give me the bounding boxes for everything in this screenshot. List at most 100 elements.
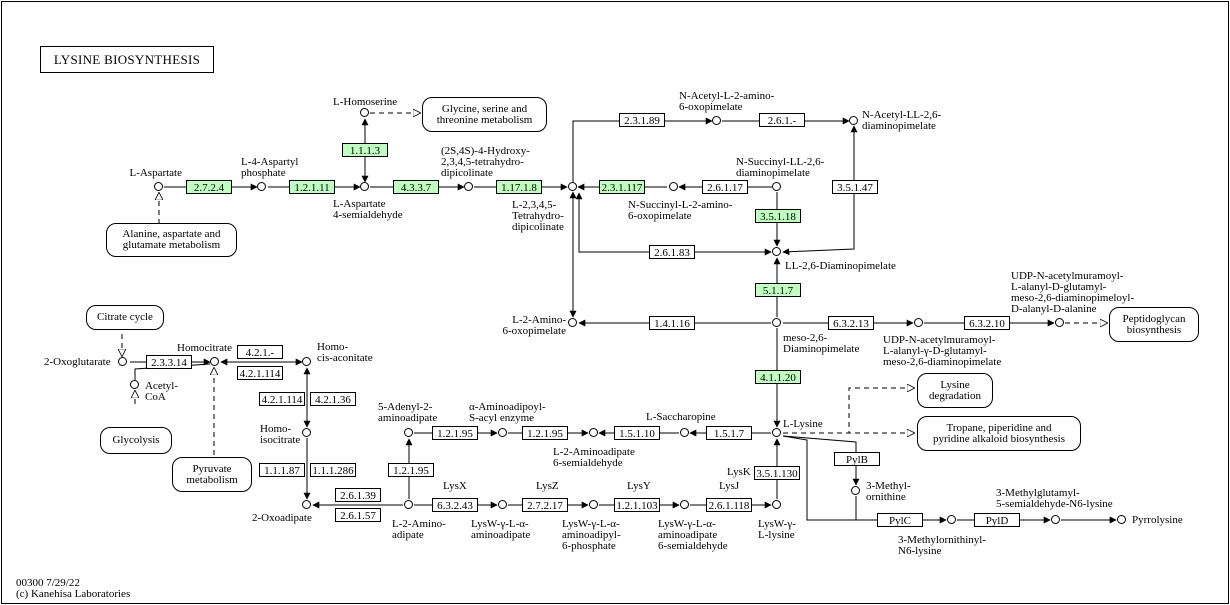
compound-homocitrate[interactable]	[210, 357, 219, 366]
compound-aminoadipate-semialdehyde[interactable]	[589, 428, 598, 437]
map-glycolysis[interactable]: Glycolysis	[100, 427, 172, 454]
enzyme-1-2-1-95-a[interactable]: 1.2.1.95	[388, 463, 434, 477]
map-lysine-degradation[interactable]: Lysine degradation	[917, 373, 993, 408]
map-tropane-piperidine-pyridine[interactable]: Tropane, piperidine and pyridine alkaloi…	[917, 416, 1081, 451]
compound-udp-pentapeptide[interactable]	[1055, 318, 1064, 327]
label-l4-aspartyl-phosphate: L-4-Aspartyl phosphate	[241, 156, 299, 179]
enzyme-4-2-1-36[interactable]: 4.2.1.36	[310, 392, 356, 406]
enzyme-2-6-1-57[interactable]: 2.6.1.57	[335, 508, 381, 522]
enzyme-4-2-1-114-a[interactable]: 4.2.1.114	[237, 366, 283, 380]
enzyme-6-3-2-43[interactable]: 6.3.2.43	[432, 498, 478, 512]
label-hydroxy-thdp: (2S,4S)-4-Hydroxy- 2,3,4,5-tetrahydro- d…	[441, 145, 530, 179]
label-lysw-aminoadipyl-phosphate: LysW-γ-L-α- aminoadipyl- 6-phosphate	[562, 518, 621, 552]
compound-l-saccharopine[interactable]	[680, 428, 689, 437]
map-glycine-serine-threonine[interactable]: Glycine, serine and threonine metabolism	[422, 97, 547, 132]
label-aminoadipate-semialdehyde: L-2-Aminoadipate 6-semialdehyde	[553, 446, 635, 469]
compound-n-succinyl-ll-dap[interactable]	[772, 182, 781, 191]
label-n-succinyl-ll-dap: N-Succinyl-LL-2,6- diaminopimelate	[736, 156, 825, 179]
enzyme-4-2-1-dash[interactable]: 4.2.1.-	[237, 345, 283, 359]
enzyme-4-3-3-7[interactable]: 4.3.3.7	[393, 180, 439, 194]
compound-l-aspartate[interactable]	[154, 182, 163, 191]
compound-hydroxy-thdp[interactable]	[464, 182, 473, 191]
compound-methylornithinyl-lysine[interactable]	[947, 515, 956, 524]
enzyme-2-7-2-4[interactable]: 2.7.2.4	[186, 180, 232, 194]
map-pyruvate-metabolism[interactable]: Pyruvate metabolism	[172, 457, 252, 492]
enzyme-3-5-1-130[interactable]: 3.5.1.130	[754, 466, 800, 480]
enzyme-1-2-1-95-c[interactable]: 1.2.1.95	[522, 426, 568, 440]
compound-acetyl-coa[interactable]	[130, 380, 139, 389]
compound-l-lysine[interactable]	[772, 428, 781, 437]
compound-adenyl-aminoadipate[interactable]	[404, 428, 413, 437]
gene-lysk: LysK	[727, 466, 751, 478]
map-alanine-aspartate-glutamate[interactable]: Alanine, aspartate and glutamate metabol…	[106, 223, 237, 257]
enzyme-1-1-1-286[interactable]: 1.1.1.286	[310, 463, 356, 477]
compound-pyrrolysine[interactable]	[1117, 515, 1126, 524]
compound-2-oxoadipate[interactable]	[302, 500, 311, 509]
map-citrate-cycle[interactable]: Citrate cycle	[86, 305, 164, 330]
enzyme-1-2-1-103[interactable]: 1.2.1.103	[614, 498, 660, 512]
enzyme-2-6-1-39[interactable]: 2.6.1.39	[335, 488, 381, 502]
enzyme-3-5-1-18[interactable]: 3.5.1.18	[755, 209, 801, 223]
enzyme-2-6-1-118[interactable]: 2.6.1.118	[706, 498, 752, 512]
compound-l2-amino-oxopimelate[interactable]	[568, 318, 577, 327]
page-title: LYSINE BIOSYNTHESIS	[40, 46, 214, 73]
compound-2-oxoglutarate[interactable]	[118, 357, 127, 366]
compound-meso-dap[interactable]	[772, 318, 781, 327]
compound-lysw-aminoadipate-semialdehyde[interactable]	[680, 500, 689, 509]
compound-n-acetyl-amino-oxopimelate[interactable]	[712, 116, 721, 125]
label-n-acetyl-amino-oxopimelate: N-Acetyl-L-2-amino- 6-oxopimelate	[679, 90, 775, 113]
enzyme-6-3-2-13[interactable]: 6.3.2.13	[828, 316, 874, 330]
compound-n-succinyl-amino-oxopimelate[interactable]	[669, 182, 678, 191]
compound-lysw-aminoadipate[interactable]	[498, 500, 507, 509]
label-aminoadipoyl-enzyme: α-Aminoadipoyl- S-acyl enzyme	[469, 401, 546, 424]
map-peptidoglycan-biosynthesis[interactable]: Peptidoglycan biosynthesis	[1109, 307, 1199, 342]
enzyme-2-3-1-89[interactable]: 2.3.1.89	[619, 113, 665, 127]
enzyme-pylc[interactable]: PylC	[877, 513, 923, 527]
label-2-oxoadipate: 2-Oxoadipate	[252, 512, 312, 524]
compound-l-homoserine[interactable]	[360, 108, 369, 117]
compound-3-methylornithine[interactable]	[851, 486, 860, 495]
compound-udp-tripeptide[interactable]	[914, 318, 923, 327]
compound-aminoadipoyl-enzyme[interactable]	[498, 428, 507, 437]
label-pyrrolysine: Pyrrolysine	[1132, 514, 1183, 526]
enzyme-2-3-3-14[interactable]: 2.3.3.14	[146, 355, 192, 369]
enzyme-1-1-1-87[interactable]: 1.1.1.87	[259, 463, 305, 477]
enzyme-1-2-1-11[interactable]: 1.2.1.11	[289, 180, 335, 194]
enzyme-2-6-1-dash[interactable]: 2.6.1.-	[759, 113, 805, 127]
compound-lysw-aminoadipyl-phosphate[interactable]	[589, 500, 598, 509]
enzyme-4-1-1-20[interactable]: 4.1.1.20	[755, 370, 801, 384]
enzyme-pylb[interactable]: PylB	[834, 452, 880, 466]
compound-homoisocitrate[interactable]	[302, 428, 311, 437]
enzyme-1-5-1-7[interactable]: 1.5.1.7	[706, 426, 752, 440]
compound-homo-cis-aconitate[interactable]	[302, 357, 311, 366]
label-acetyl-coa: Acetyl- CoA	[145, 380, 178, 403]
compound-methylglutamyl-lysine[interactable]	[1051, 515, 1060, 524]
enzyme-2-7-2-17[interactable]: 2.7.2.17	[522, 498, 568, 512]
edge-lysine-pylc	[782, 435, 947, 524]
enzyme-4-2-1-114-b[interactable]: 4.2.1.114	[259, 392, 305, 406]
enzyme-1-4-1-16[interactable]: 1.4.1.16	[649, 316, 695, 330]
compound-l4-aspartyl-phosphate[interactable]	[257, 182, 266, 191]
compound-aspartate-semialdehyde[interactable]	[360, 182, 369, 191]
enzyme-1-5-1-10[interactable]: 1.5.1.10	[614, 426, 660, 440]
enzyme-1-2-1-95-b[interactable]: 1.2.1.95	[432, 426, 478, 440]
enzyme-5-1-1-7[interactable]: 5.1.1.7	[755, 283, 801, 297]
enzyme-1-17-1-8[interactable]: 1.17.1.8	[496, 180, 542, 194]
enzyme-2-6-1-17[interactable]: 2.6.1.17	[702, 180, 748, 194]
compound-lysw-lysine[interactable]	[772, 500, 781, 509]
gene-lysj: LysJ	[719, 480, 740, 492]
enzyme-pyld[interactable]: PylD	[974, 513, 1020, 527]
enzyme-1-1-1-3[interactable]: 1.1.1.3	[342, 143, 388, 157]
compound-n-acetyl-ll-dap[interactable]	[849, 116, 858, 125]
label-adenyl-aminoadipate: 5-Adenyl-2- aminoadipate	[378, 401, 438, 424]
enzyme-2-6-1-83[interactable]: 2.6.1.83	[649, 245, 695, 259]
enzyme-3-5-1-47[interactable]: 3.5.1.47	[832, 180, 878, 194]
label-2-oxoglutarate: 2-Oxoglutarate	[44, 356, 111, 368]
compound-thdp[interactable]	[568, 182, 577, 191]
enzyme-6-3-2-10[interactable]: 6.3.2.10	[964, 316, 1010, 330]
compound-l2-aminoadipate[interactable]	[404, 500, 413, 509]
enzyme-2-3-1-117[interactable]: 2.3.1.117	[599, 180, 645, 194]
compound-ll-dap[interactable]	[772, 247, 781, 256]
label-l-saccharopine: L-Saccharopine	[646, 411, 716, 423]
